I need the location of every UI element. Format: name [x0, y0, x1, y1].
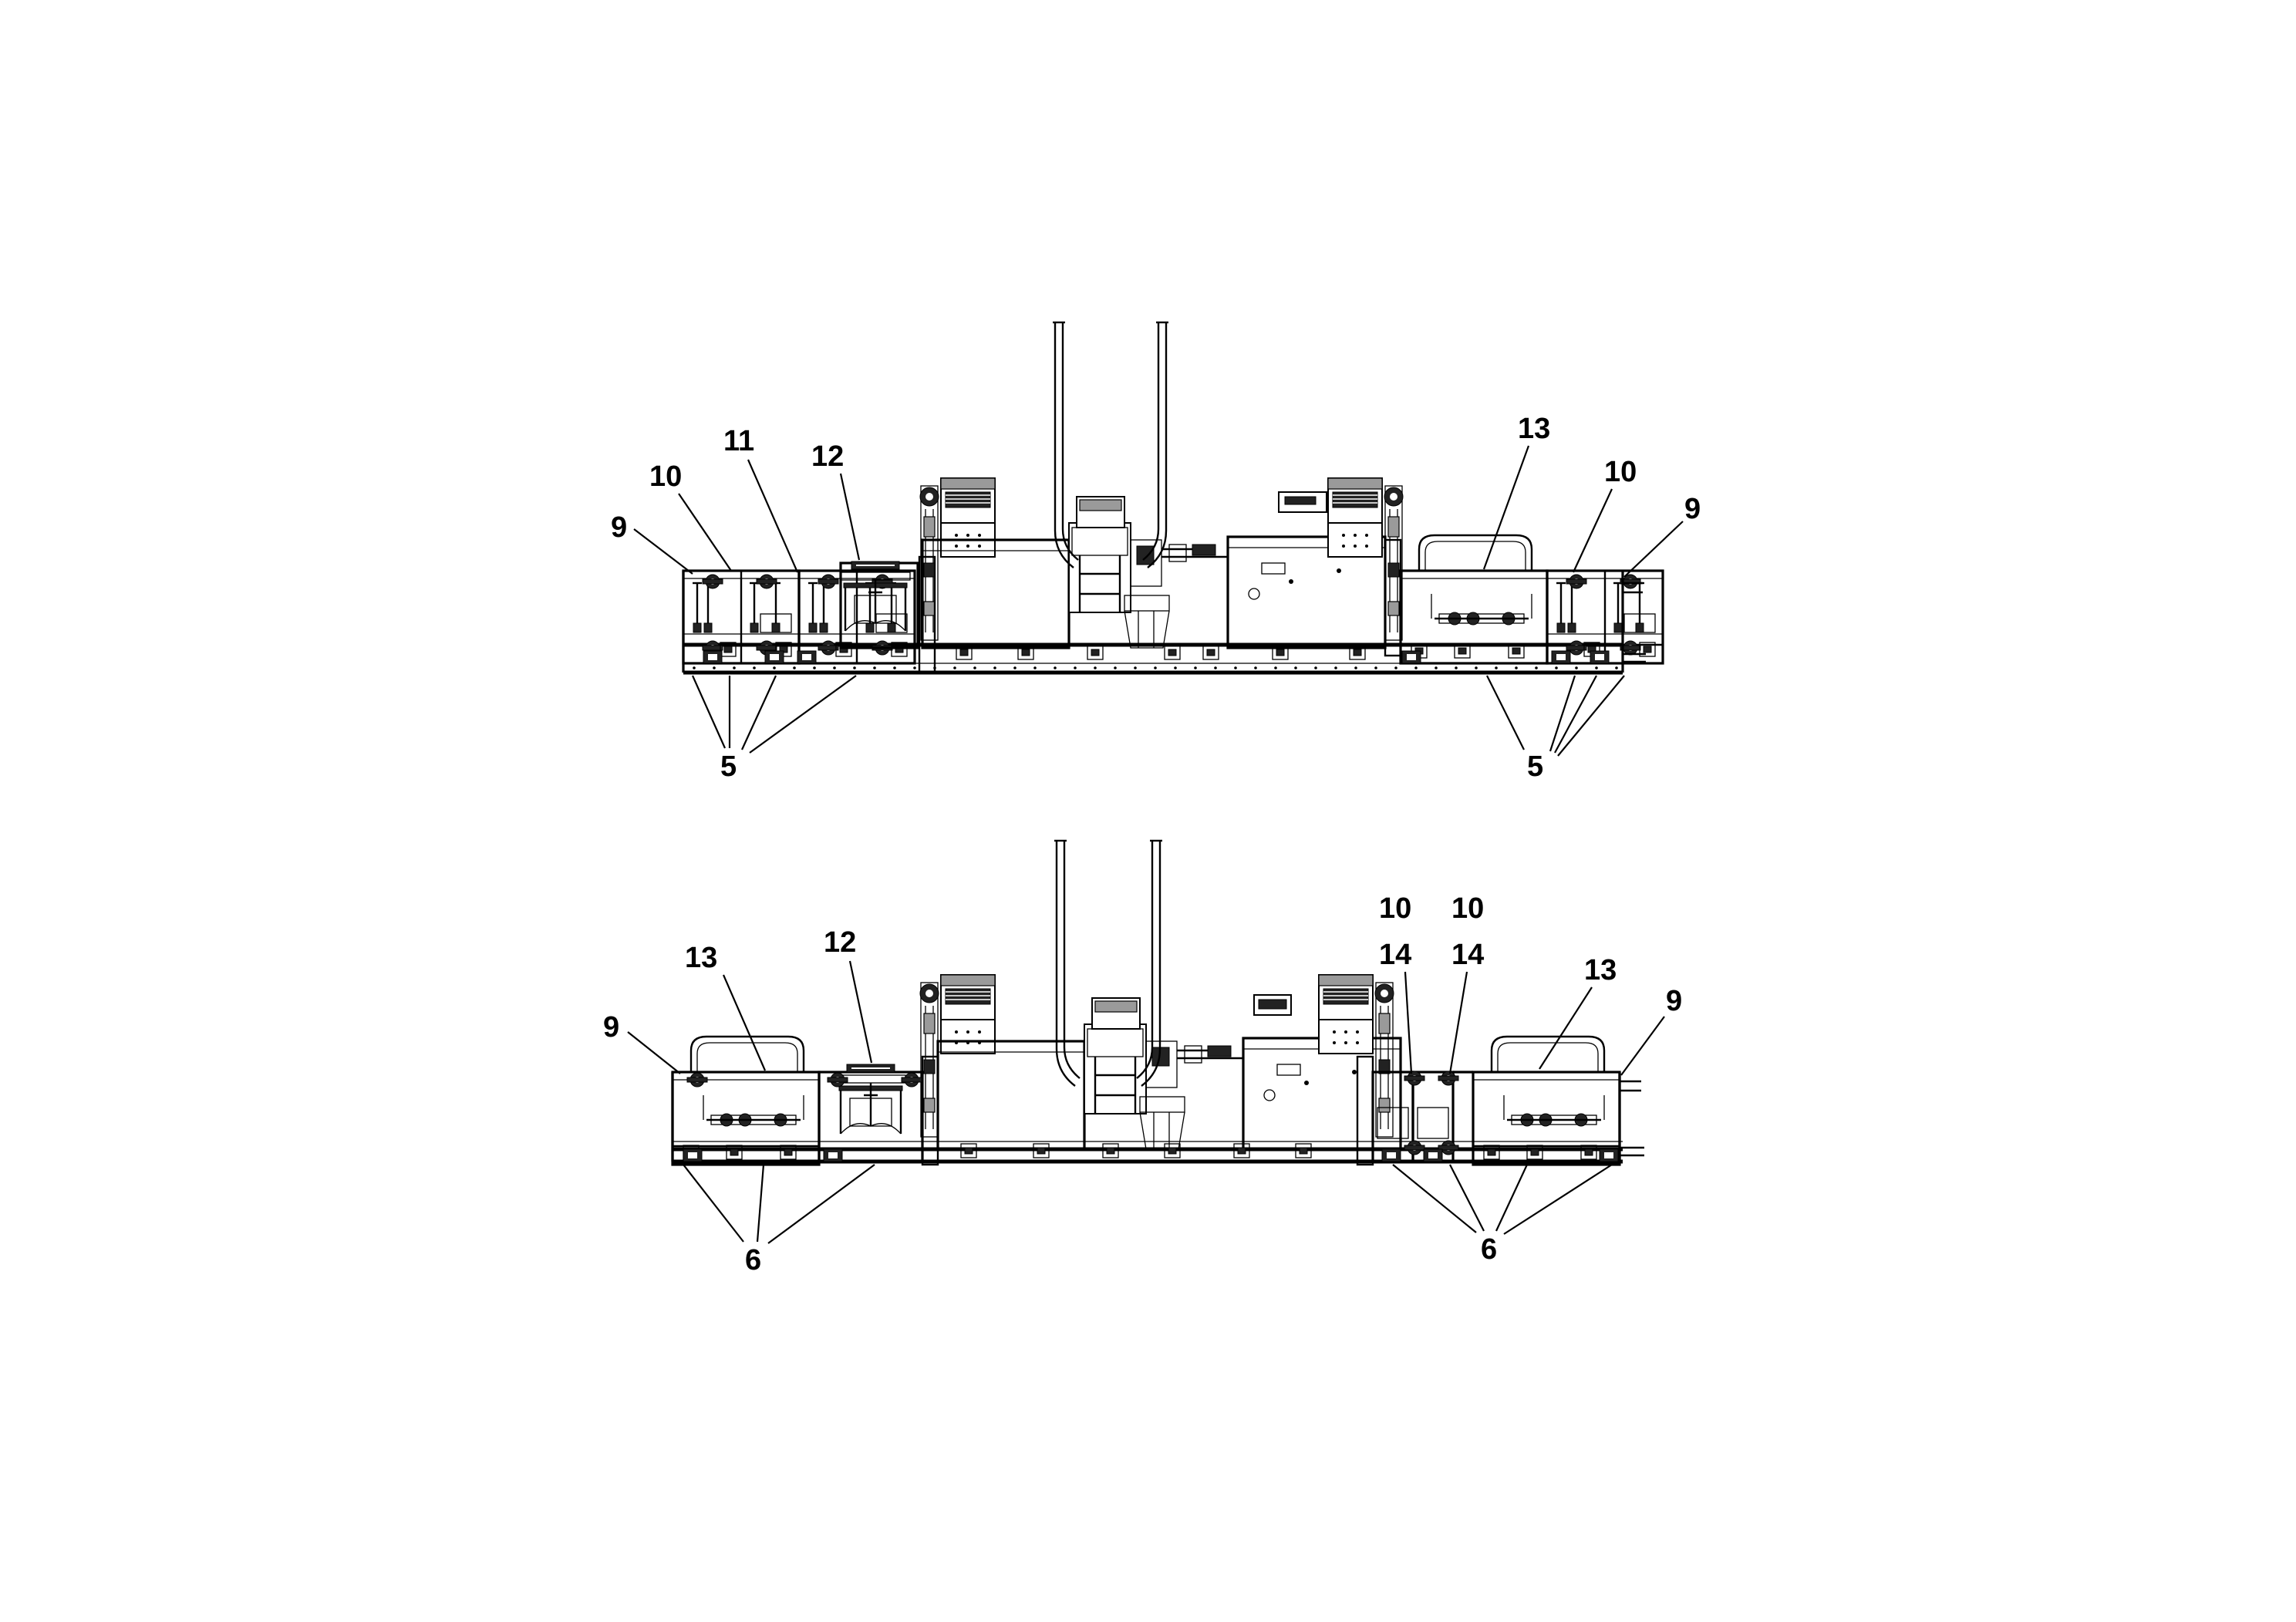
left-tamper-block — [839, 560, 912, 632]
rivet — [753, 666, 756, 669]
rivet — [1194, 666, 1197, 669]
rivet — [873, 666, 876, 669]
rivet — [1234, 666, 1237, 669]
rivet — [913, 666, 916, 669]
left-tamper-block-b — [834, 1063, 907, 1135]
rivet — [1595, 666, 1598, 669]
rivet — [1114, 666, 1117, 669]
callout-10-b-b: 10 — [1451, 892, 1484, 925]
rivet — [993, 666, 996, 669]
rivet — [973, 666, 976, 669]
right-heater-box — [1401, 535, 1547, 663]
callout-5-left: 5 — [720, 750, 737, 783]
rivet — [1274, 666, 1277, 669]
rivet — [773, 666, 776, 669]
rivet — [733, 666, 736, 669]
callout-6-left: 6 — [745, 1244, 761, 1276]
rivet — [1435, 666, 1438, 669]
callouts-top: 9 10 11 12 13 10 9 5 5 — [611, 413, 1701, 783]
left-heater-box-b — [673, 1037, 819, 1165]
callout-10-left: 10 — [649, 460, 682, 493]
rivet — [833, 666, 836, 669]
right-heater-module-b — [1318, 974, 1394, 1138]
rivet — [813, 666, 816, 669]
rivet — [1414, 666, 1418, 669]
callout-10-right: 10 — [1604, 456, 1637, 488]
rivet — [1033, 666, 1037, 669]
rivet — [1394, 666, 1397, 669]
rivet — [1094, 666, 1097, 669]
callout-5-right: 5 — [1527, 750, 1543, 783]
right-heater-module — [1327, 477, 1404, 641]
left-handle-b — [1053, 839, 1081, 1088]
callout-9-right-b: 9 — [1666, 985, 1682, 1017]
callout-9-left-b: 9 — [603, 1011, 619, 1044]
rivet — [1354, 666, 1357, 669]
right-extension-box — [1547, 571, 1663, 663]
rivet — [1334, 666, 1337, 669]
right-handle — [1141, 321, 1170, 569]
callout-9-left: 9 — [611, 511, 627, 544]
right-heater-box-b — [1473, 1037, 1620, 1165]
rivet — [1154, 666, 1157, 669]
rivet — [1054, 666, 1057, 669]
rivet — [1575, 666, 1578, 669]
callout-12-bottom: 12 — [824, 926, 856, 959]
callout-6-right: 6 — [1481, 1233, 1497, 1266]
rivet — [713, 666, 716, 669]
rivet — [1515, 666, 1518, 669]
left-heater-module — [919, 477, 996, 641]
rivet — [853, 666, 856, 669]
rivet — [1374, 666, 1377, 669]
rivet — [893, 666, 896, 669]
rivet — [1294, 666, 1297, 669]
rivet — [1615, 666, 1618, 669]
callout-13-top: 13 — [1518, 413, 1550, 445]
rivet — [1254, 666, 1257, 669]
left-extension-box-outer — [683, 571, 799, 663]
rivet — [1555, 666, 1558, 669]
rivet — [1013, 666, 1017, 669]
rivet — [1314, 666, 1317, 669]
rivet — [1535, 666, 1538, 669]
rivet — [793, 666, 796, 669]
callout-14-b-b: 14 — [1451, 939, 1484, 971]
rivet — [693, 666, 696, 669]
rivet — [1495, 666, 1498, 669]
callout-12-top: 12 — [811, 440, 844, 473]
rivet — [1455, 666, 1458, 669]
rivet — [1214, 666, 1217, 669]
callout-14-a-b: 14 — [1379, 939, 1411, 971]
rivet — [1475, 666, 1478, 669]
top-view: 9 10 11 12 13 10 9 5 5 — [611, 321, 1701, 783]
callout-13-left-b: 13 — [685, 942, 717, 974]
callout-13-right-b: 13 — [1584, 954, 1617, 986]
callout-11: 11 — [723, 425, 754, 457]
base-rivets — [693, 666, 1618, 669]
rivet — [953, 666, 956, 669]
callout-9-right: 9 — [1684, 493, 1701, 525]
callouts-bottom: 9 13 12 10 10 14 14 13 9 6 6 — [603, 892, 1682, 1276]
rivet — [1174, 666, 1177, 669]
bottom-view: 9 13 12 10 10 14 14 13 9 6 6 — [603, 839, 1682, 1276]
callout-10-a-b: 10 — [1379, 892, 1411, 925]
rivet — [1074, 666, 1077, 669]
rivet — [1134, 666, 1137, 669]
